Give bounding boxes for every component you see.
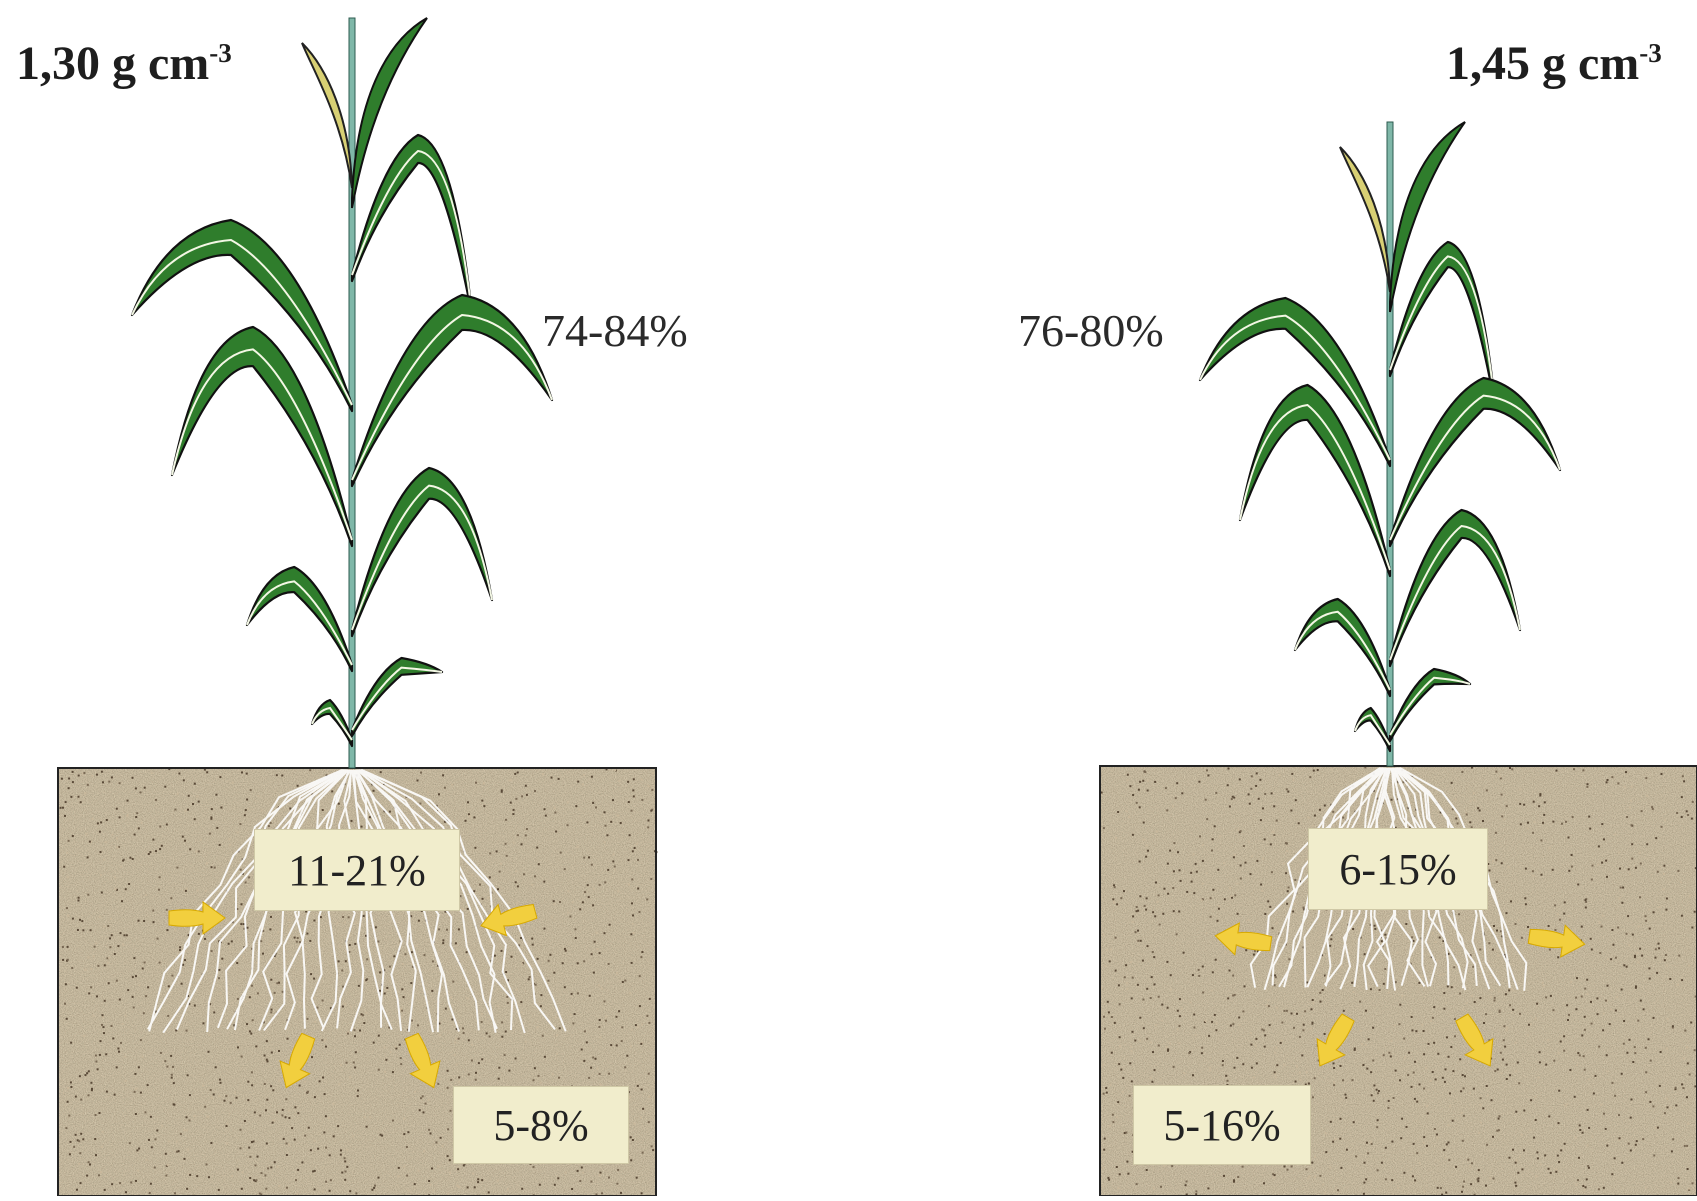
leaf bbox=[312, 700, 352, 746]
shoot-percent-label-left: 74-84% bbox=[542, 304, 688, 357]
leaf bbox=[1295, 599, 1390, 696]
maize-plant bbox=[1200, 122, 1560, 766]
maize-plant bbox=[132, 18, 552, 768]
stem bbox=[1387, 122, 1393, 766]
root-upper-label-left: 11-21% bbox=[254, 829, 460, 911]
tassel bbox=[1340, 147, 1390, 292]
panel-left bbox=[58, 18, 658, 1196]
leaf bbox=[132, 220, 352, 411]
root-deep-label-right: 5-16% bbox=[1133, 1085, 1311, 1165]
leaf bbox=[1390, 510, 1520, 666]
leaf bbox=[1200, 298, 1390, 466]
bulk-density-label-right: 1,45 g cm-3 bbox=[1446, 36, 1662, 91]
tassel bbox=[302, 43, 352, 188]
bulk-density-label-left: 1,30 g cm-3 bbox=[16, 36, 232, 91]
leaf bbox=[1355, 708, 1390, 751]
leaf bbox=[1390, 669, 1470, 741]
leaf bbox=[352, 135, 472, 315]
panel-right bbox=[1100, 122, 1697, 1196]
leaf bbox=[352, 295, 552, 486]
root-deep-label-left: 5-8% bbox=[453, 1086, 629, 1164]
leaf bbox=[247, 567, 352, 671]
root-upper-label-right: 6-15% bbox=[1308, 828, 1488, 910]
shoot-percent-label-right: 76-80% bbox=[1018, 304, 1164, 357]
